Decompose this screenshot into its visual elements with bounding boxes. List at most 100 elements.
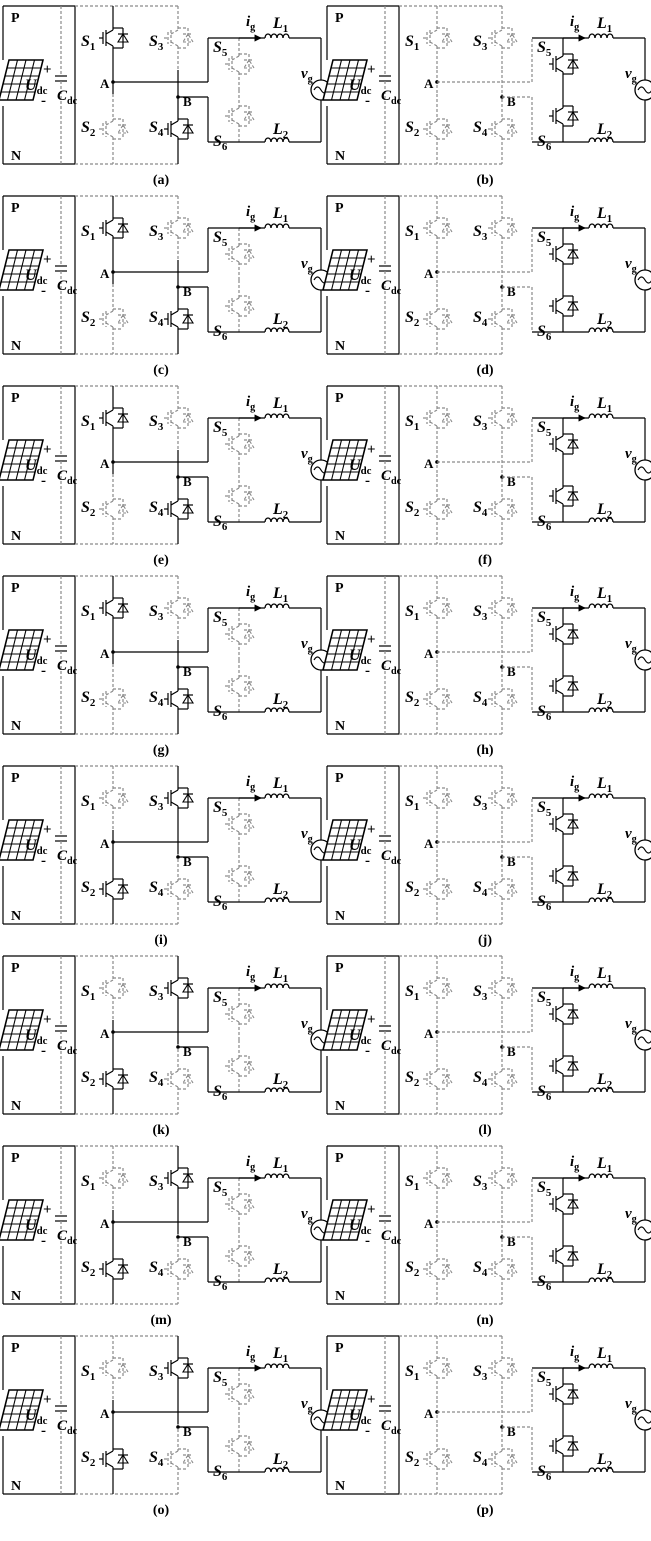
udc-label: Udc: [25, 77, 48, 97]
cdc-label: Cdc: [57, 848, 78, 867]
grid-source-icon: [634, 839, 651, 861]
rail-p-label: P: [11, 581, 20, 596]
switch-s6: [225, 470, 255, 522]
switch-s3: [488, 576, 518, 640]
udc-label: Udc: [25, 837, 48, 857]
l1-label: L1: [272, 1155, 288, 1175]
l2-label: L2: [596, 1261, 612, 1281]
inductor-l2: [264, 897, 290, 903]
switch-s3: [488, 1336, 518, 1400]
inductor-l2: [588, 1087, 614, 1093]
switch-s5: [549, 1178, 579, 1230]
s2-label: S2: [405, 499, 419, 519]
grid-source-icon: [634, 459, 651, 481]
switch-s6: [549, 660, 579, 712]
switch-s2: [99, 1424, 129, 1494]
rail-n-label: N: [11, 1099, 21, 1114]
minus-label: -: [365, 473, 370, 489]
panel-caption: (b): [476, 173, 493, 188]
s1-label: S1: [81, 413, 95, 433]
rail-n-label: N: [11, 1479, 21, 1494]
inductor-l2: [588, 327, 614, 333]
cdc-label: Cdc: [381, 1228, 402, 1247]
s3-label: S3: [149, 1173, 164, 1193]
s3-label: S3: [473, 413, 488, 433]
s4-label: S4: [473, 689, 488, 709]
vg-label: vg: [625, 826, 637, 845]
rail-n-label: N: [335, 909, 345, 924]
node-b-label: B: [183, 664, 192, 679]
s6-label: S6: [537, 1083, 552, 1103]
minus-label: -: [41, 1423, 46, 1439]
s3-label: S3: [473, 983, 488, 1003]
s5-label: S5: [213, 419, 228, 439]
switch-s2: [423, 664, 453, 734]
plus-label: +: [367, 252, 376, 268]
panel-caption: (p): [476, 1503, 493, 1518]
minus-label: -: [41, 1043, 46, 1059]
l2-label: L2: [596, 501, 612, 521]
node-a-label: A: [100, 266, 110, 281]
node-a-label: A: [424, 266, 434, 281]
s3-label: S3: [473, 1363, 488, 1383]
node-a-label: A: [424, 76, 434, 91]
node-b-label: B: [507, 664, 516, 679]
switch-s3: [164, 386, 194, 450]
grid-source-icon: [634, 1029, 651, 1051]
ig-label: ig: [570, 774, 579, 793]
node-b-label: B: [183, 474, 192, 489]
panel-caption: (c): [153, 363, 169, 378]
l2-label: L2: [272, 1451, 288, 1471]
s4-label: S4: [473, 1069, 488, 1089]
node-b-label: B: [507, 854, 516, 869]
l1-label: L1: [596, 965, 612, 985]
rail-n-label: N: [335, 339, 345, 354]
pv-array-icon: [0, 439, 44, 481]
s2-label: S2: [81, 1259, 95, 1279]
pv-array-icon: [322, 629, 368, 671]
s3-label: S3: [149, 223, 164, 243]
l2-label: L2: [272, 691, 288, 711]
switch-s1: [423, 956, 453, 1020]
l1-label: L1: [596, 585, 612, 605]
s2-label: S2: [81, 309, 95, 329]
s4-label: S4: [149, 309, 164, 329]
l1-label: L1: [596, 775, 612, 795]
switch-s4: [164, 1044, 194, 1114]
cdc-label: Cdc: [57, 468, 78, 487]
switch-s4: [488, 94, 518, 164]
pv-array-icon: [322, 1199, 368, 1241]
panel-caption: (g): [153, 743, 170, 758]
node-a-label: A: [424, 836, 434, 851]
s2-label: S2: [405, 879, 419, 899]
ig-label: ig: [246, 14, 255, 33]
s1-label: S1: [81, 983, 95, 1003]
vg-label: vg: [625, 1396, 637, 1415]
switch-s2: [423, 1424, 453, 1494]
plus-label: +: [43, 822, 52, 838]
rail-p-label: P: [335, 391, 344, 406]
inductor-l2: [264, 1277, 290, 1283]
l2-label: L2: [272, 501, 288, 521]
grid-source-icon: [634, 1219, 651, 1241]
rail-p-label: P: [11, 1341, 20, 1356]
switch-s1: [99, 1336, 129, 1400]
s6-label: S6: [213, 1083, 228, 1103]
cdc-label: Cdc: [381, 278, 402, 297]
ig-label: ig: [246, 1154, 255, 1173]
switch-s2: [99, 474, 129, 544]
switch-s3: [488, 196, 518, 260]
s1-label: S1: [81, 1363, 95, 1383]
pv-array-icon: [0, 1199, 44, 1241]
s1-label: S1: [81, 33, 95, 53]
switch-s4: [488, 1424, 518, 1494]
rail-p-label: P: [11, 771, 20, 786]
cdc-label: Cdc: [381, 658, 402, 677]
inductor-l1: [588, 793, 614, 799]
